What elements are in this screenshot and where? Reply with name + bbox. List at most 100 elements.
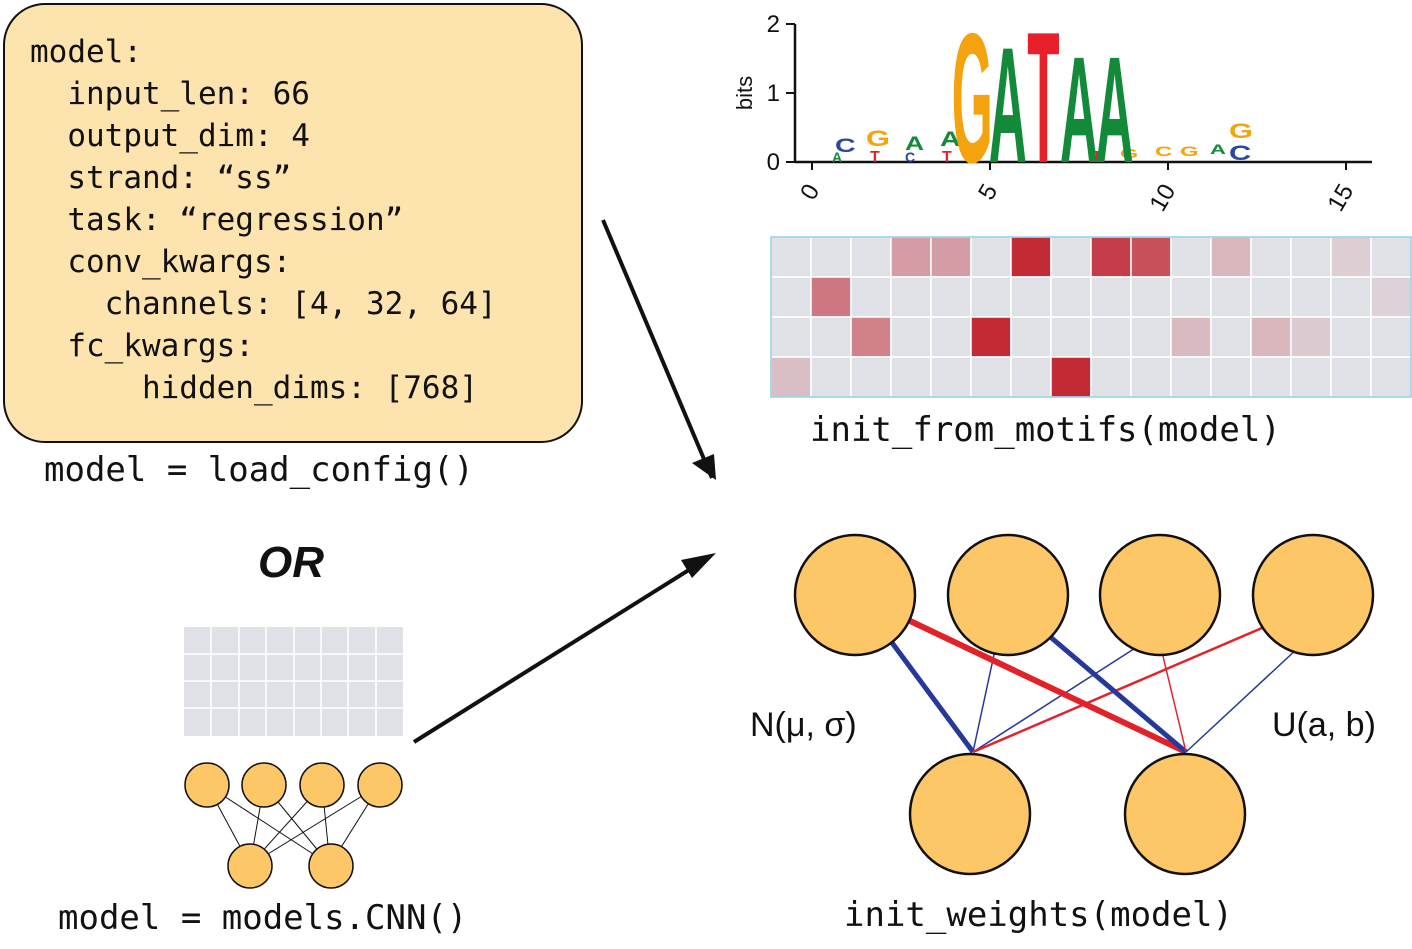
logo-x-tick-label: 15 — [1322, 180, 1359, 217]
weight-edge — [972, 626, 1263, 754]
heatmap-cell — [1170, 356, 1212, 398]
heatmap-cell — [1010, 236, 1052, 278]
network-node-output — [908, 752, 1032, 876]
heatmap-cell — [890, 276, 932, 318]
config-line: output_dim: 4 — [30, 118, 310, 154]
weight-edge — [906, 617, 1188, 755]
logo-letter-small: G — [1180, 144, 1199, 160]
heatmap-cell — [930, 316, 972, 358]
logo-letter-small: A — [940, 128, 961, 151]
heatmap-cell — [770, 236, 812, 278]
heatmap-cell — [770, 316, 812, 358]
heatmap-cell — [930, 236, 972, 278]
weight-edge — [887, 638, 976, 754]
logo-y-axis-label: bits — [732, 76, 757, 110]
logo-letter-small: A — [905, 133, 924, 155]
network-node-input — [946, 533, 1070, 657]
heatmap-cell — [1290, 236, 1332, 278]
heatmap-cell — [1010, 356, 1052, 398]
heatmap-cell — [1170, 236, 1212, 278]
heatmap-cell — [1330, 356, 1372, 398]
config-line: conv_kwargs: — [30, 244, 292, 280]
logo-letter-a: A — [989, 13, 1027, 197]
config-line: channels: [4, 32, 64] — [30, 286, 497, 322]
weight-network — [793, 533, 1375, 876]
logo-letter-small: C — [1155, 144, 1172, 160]
models-cnn-caption: model = models.CNN() — [58, 898, 468, 938]
cnn-node — [299, 762, 345, 808]
heatmap-cell — [1090, 276, 1132, 318]
logo-letter-small: G — [1229, 119, 1253, 143]
logo-letter-small: G — [1120, 147, 1138, 161]
heatmap-cell — [1210, 356, 1252, 398]
heatmap-cell — [1090, 316, 1132, 358]
heatmap-cell — [1210, 236, 1252, 278]
heatmap-cell — [930, 276, 972, 318]
heatmap-cell — [770, 356, 812, 398]
logo-letter-small: C — [835, 135, 856, 157]
network-node-input — [793, 533, 917, 657]
heatmap-cell — [1370, 316, 1412, 358]
heatmap-cell — [1330, 236, 1372, 278]
logo-letter-a: A — [1096, 26, 1134, 196]
cnn-node — [357, 762, 403, 808]
heatmap-cell — [1130, 236, 1172, 278]
load-config-caption: model = load_config() — [44, 450, 474, 490]
config-line: model: — [30, 34, 142, 70]
normal-distribution-label: N(μ, σ) — [750, 706, 857, 744]
logo-letter-small: T — [1092, 149, 1102, 166]
heatmap-cell — [850, 276, 892, 318]
cnn-node — [241, 762, 287, 808]
heatmap-cell — [1010, 316, 1052, 358]
heatmap-cell — [1170, 316, 1212, 358]
logo-letter-small: T — [942, 149, 952, 166]
weight-edge — [1185, 647, 1299, 753]
cnn-grid-lines — [184, 627, 403, 736]
heatmap-cell — [970, 276, 1012, 318]
heatmap-cell — [890, 316, 932, 358]
heatmap-cell — [1370, 236, 1412, 278]
weight-edge — [972, 649, 996, 753]
weight-edge — [1161, 651, 1187, 753]
heatmap-cell — [810, 276, 852, 318]
heatmap-cell — [1250, 356, 1292, 398]
logo-letter-small: A — [832, 149, 842, 165]
heatmap-cell — [1010, 276, 1052, 318]
heatmap-cell — [890, 236, 932, 278]
heatmap-cell — [1330, 316, 1372, 358]
heatmap-cell — [850, 236, 892, 278]
logo-letter-a: A — [1060, 26, 1098, 196]
cnn-node — [184, 762, 230, 808]
heatmap-cell — [970, 356, 1012, 398]
heatmap-cell — [1250, 276, 1292, 318]
logo-x-tick-label: 0 — [795, 180, 825, 205]
network-node-input — [1098, 533, 1222, 657]
heatmap-cell — [810, 316, 852, 358]
heatmap-cell — [1050, 276, 1092, 318]
heatmap-cell — [1130, 316, 1172, 358]
uniform-distribution-label: U(a, b) — [1272, 706, 1376, 744]
heatmap-cell — [1050, 316, 1092, 358]
logo-y-tick-label: 0 — [767, 149, 780, 176]
network-node-input — [1251, 533, 1375, 657]
logo-minor-letters: C A G T A C A T T G C G A G C — [832, 119, 1253, 166]
logo-letter-small: A — [1210, 141, 1226, 157]
heatmap-cell — [1210, 276, 1252, 318]
logo-letter-small: T — [870, 149, 880, 166]
config-box — [3, 3, 583, 443]
heatmap-cell — [1290, 356, 1332, 398]
heatmap-cell — [810, 236, 852, 278]
motif-logo: 0 1 2 bits 0 5 10 15 C A G T A C A T T — [732, 0, 1372, 216]
init-weights-caption: init_weights(model) — [844, 895, 1233, 935]
heatmap-frame — [770, 236, 1412, 398]
logo-letter-small: C — [905, 149, 915, 165]
heatmap-cell — [1050, 236, 1092, 278]
weight-edge — [972, 644, 1141, 753]
config-line: task: “regression” — [30, 202, 404, 238]
heatmap-cell — [1170, 276, 1212, 318]
or-label: OR — [258, 538, 324, 587]
init-from-motifs-caption: init_from_motifs(model) — [810, 410, 1281, 450]
heatmap-cell — [1090, 356, 1132, 398]
